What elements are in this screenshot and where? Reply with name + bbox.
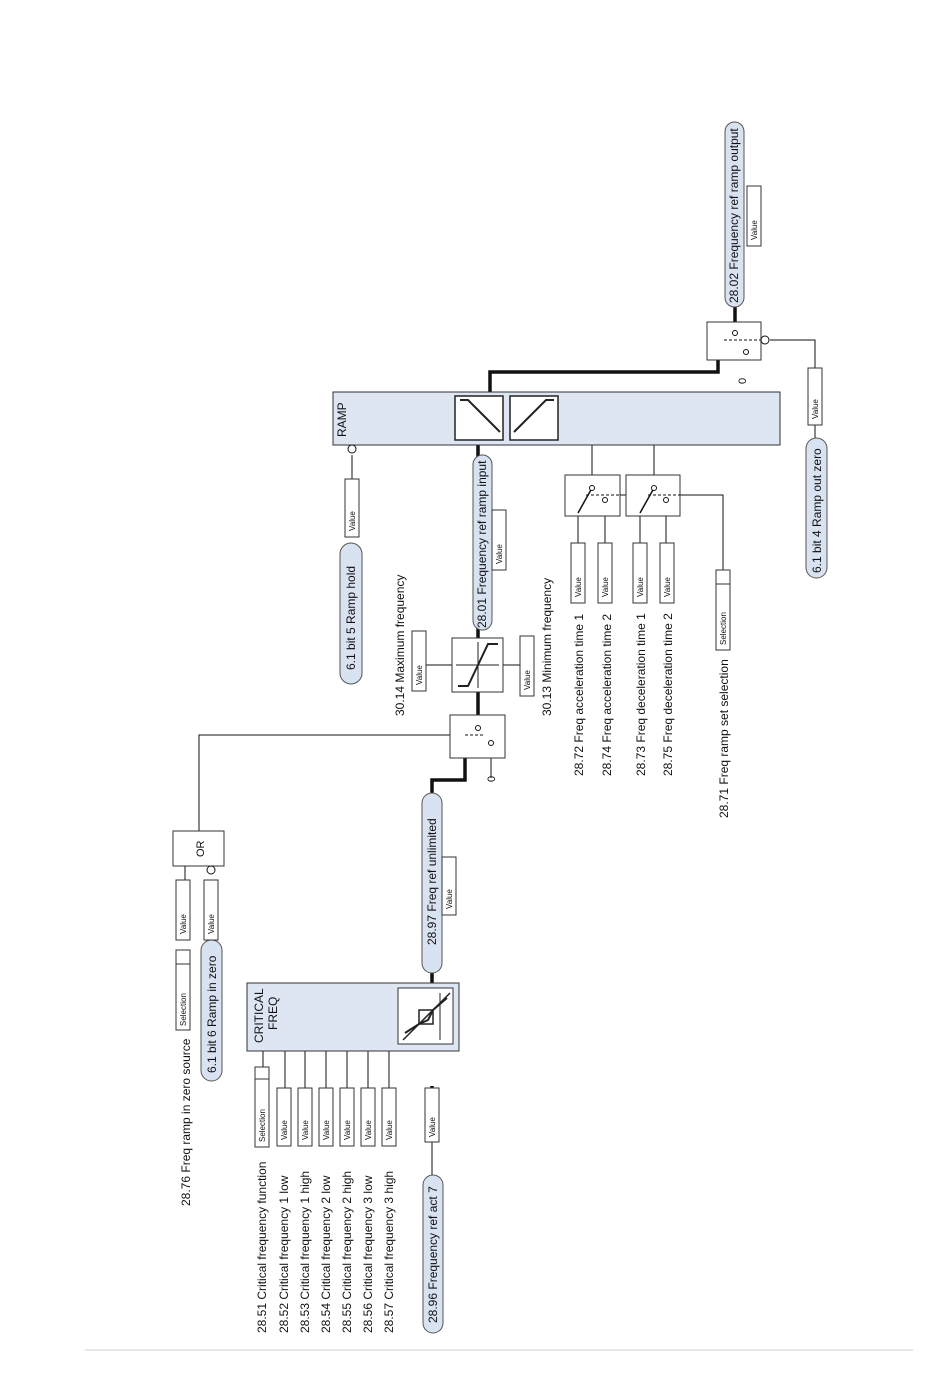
pill-28-02: 28.02 Frequency ref ramp output [724,121,745,308]
value-tag-2896: Value [428,1117,437,1137]
pill-6-1-bit4: 6.1 bit 4 Ramp out zero [805,437,828,579]
pill-28-97: 28.97 Freq ref unlimited [421,792,443,974]
ramp-hold-inverter [347,444,357,454]
freq-ref-unlimited-label: 28.97 Freq ref unlimited [425,818,439,945]
or-gate: OR [172,830,225,867]
output-zero-switch: 0 [706,321,770,384]
critical-block-label-1: CRITICAL [252,988,266,1043]
value-tag-61b5: Value [348,511,357,531]
selection-tag-2871: Selection [719,612,728,645]
value-tag-2856: Value [364,1120,373,1140]
value-tag-2852: Value [280,1120,289,1140]
param-2852: 28.52 Critical frequency 1 low [277,1175,291,1333]
zero-selector-switch: 0 [449,714,506,782]
output-zero-label: 0 [737,378,749,384]
value-tags: Selection Value Value Value Value Value … [175,185,823,1148]
critical-freq-symbol [397,987,454,1045]
ramp-hold-label: 6.1 bit 5 Ramp hold [344,566,358,670]
param-3013: 30.13 Minimum frequency [540,578,554,716]
param-2874: 28.74 Freq acceleration time 2 [600,614,614,776]
freq-ref-ramp-input-label: 28.01 Frequency ref ramp input [475,460,489,628]
value-tag-3014: Value [415,665,424,685]
ramp-block: RAMP [332,391,781,446]
param-2872: 28.72 Freq acceleration time 1 [572,614,586,776]
selection-tag-2851: Selection [258,1109,267,1142]
value-tag-2853: Value [301,1120,310,1140]
value-tag-2854: Value [322,1120,331,1140]
ramp-zero-inverter [206,865,216,875]
ramp-up-symbol [509,395,559,441]
value-tag-2873: Value [636,577,645,597]
value-tag-2874: Value [601,577,610,597]
value-tag-2857: Value [385,1120,394,1140]
param-2853: 28.53 Critical frequency 1 high [298,1171,312,1333]
param-2857: 28.57 Critical frequency 3 high [382,1171,396,1333]
freq-ref-ramp-output-label: 28.02 Frequency ref ramp output [727,128,741,303]
param-2876: 28.76 Freq ramp in zero source [179,1038,193,1206]
decel-time-switch [625,474,681,517]
pill-28-01: 28.01 Frequency ref ramp input [472,454,493,631]
ramp-block-label: RAMP [335,402,349,437]
value-tag-61b4: Value [811,399,820,419]
value-tag-2855: Value [343,1120,352,1140]
accel-time-switch [564,474,621,517]
param-2856: 28.56 Critical frequency 3 low [361,1175,375,1333]
or-gate-label: OR [195,840,207,857]
critical-block-label-2: FREQ [266,997,280,1030]
freq-ref-act7-label: 28.96 Frequency ref act 7 [426,1186,440,1323]
ramp-down-symbol [454,395,504,441]
ramp-out-zero-label: 6.1 bit 4 Ramp out zero [810,448,824,573]
limiter-block [451,637,504,693]
pill-6-1-bit5: 6.1 bit 5 Ramp hold [339,542,363,685]
value-tag-2876: Value [179,914,188,934]
value-tag-61b6: Value [207,914,216,934]
pill-28-96: 28.96 Frequency ref act 7 [422,1174,444,1334]
param-2871: 28.71 Freq ramp set selection [717,659,731,818]
value-tag-2802: Value [750,220,759,240]
ramp-in-zero-label: 6.1 bit 6 Ramp in zero [205,955,219,1073]
param-2851: 28.51 Critical frequency function [255,1162,269,1333]
parameter-labels: 28.51 Critical frequency function 28.52 … [179,575,731,1333]
param-2875: 28.75 Freq deceleration time 2 [661,613,675,776]
value-tag-2897: Value [445,889,454,909]
critical-freq-block: CRITICAL FREQ [246,982,460,1052]
param-2873: 28.73 Freq deceleration time 1 [634,613,648,776]
value-tag-3013: Value [523,670,532,690]
param-2855: 28.55 Critical frequency 2 high [340,1171,354,1333]
param-3014: 30.14 Maximum frequency [393,575,407,716]
value-tag-2872: Value [574,577,583,597]
param-2854: 28.54 Critical frequency 2 low [319,1175,333,1333]
zero-input-label: 0 [486,776,498,782]
value-tag-2801: Value [495,544,504,564]
pill-6-1-bit6: 6.1 bit 6 Ramp in zero [200,939,223,1082]
selection-tag-2876: Selection [179,993,188,1026]
ramp-to-output-path [488,360,720,392]
value-tag-2875: Value [663,577,672,597]
